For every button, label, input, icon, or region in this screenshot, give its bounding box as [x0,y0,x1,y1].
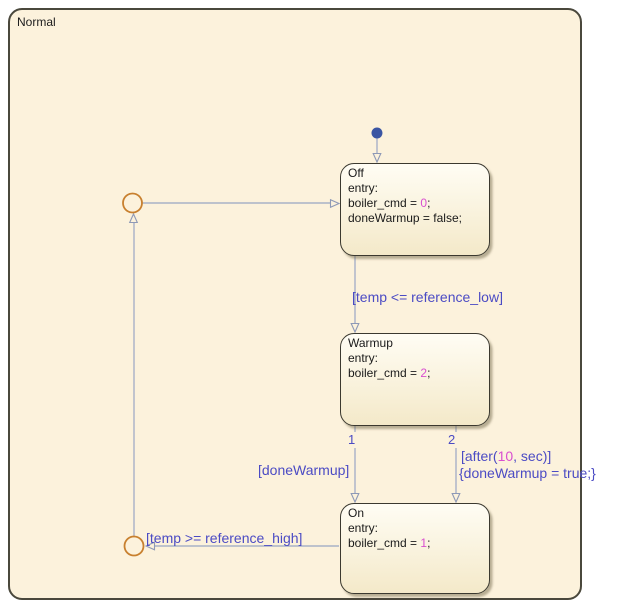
junction-bottom[interactable] [123,535,145,557]
state-on[interactable]: On entry: boiler_cmd = 1; [340,503,490,594]
number-literal: 2 [420,366,428,380]
junction-top[interactable] [122,192,143,214]
state-normal[interactable]: Normal [8,8,582,600]
transition-junction-to-off-arrowhead [329,198,341,209]
state-warmup-action-line1: boiler_cmd = 2; [348,366,431,380]
state-warmup-title: Warmup [348,336,393,350]
default-transition-arrowhead [372,152,382,164]
transition-warmup-to-on-1-arrowhead [350,492,360,504]
transition-label-temp-high[interactable]: [temp >= reference_high] [146,530,303,546]
number-literal: 0 [420,196,428,210]
state-off[interactable]: Off entry: boiler_cmd = 0; doneWarmup = … [340,163,490,256]
transition-label-temp-low[interactable]: [temp <= reference_low] [352,289,503,305]
default-transition-dot[interactable] [371,127,383,139]
state-on-action-line1: boiler_cmd = 1; [348,536,431,550]
state-normal-title: Normal [17,15,56,29]
transition-port-2-label[interactable]: 2 [448,432,456,447]
state-on-entry-label: entry: [348,521,379,535]
state-warmup-entry-label: entry: [348,351,379,365]
state-on-title: On [348,506,365,520]
transition-on-to-junction-arrowhead [144,541,156,551]
transition-label-after[interactable]: [after(10, sec)] [461,448,552,464]
state-warmup[interactable]: Warmup entry: boiler_cmd = 2; [340,333,490,426]
state-off-title: Off [348,166,364,180]
state-off-action-line1: boiler_cmd = 0; [348,196,431,210]
state-off-action-line2: doneWarmup = false; [348,211,462,225]
number-literal: 1 [420,536,428,550]
transition-off-to-warmup-arrowhead [350,322,360,334]
transition-label-done-warmup-action[interactable]: {doneWarmup = true;} [459,465,596,481]
transition-port-1-label[interactable]: 1 [348,432,356,447]
transition-warmup-to-on-2-arrowhead [451,492,461,504]
number-literal: 10 [497,448,514,464]
transition-junction-to-junction-arrowhead [128,212,139,224]
transition-label-done-warmup[interactable]: [doneWarmup] [258,462,350,478]
state-off-entry-label: entry: [348,181,379,195]
